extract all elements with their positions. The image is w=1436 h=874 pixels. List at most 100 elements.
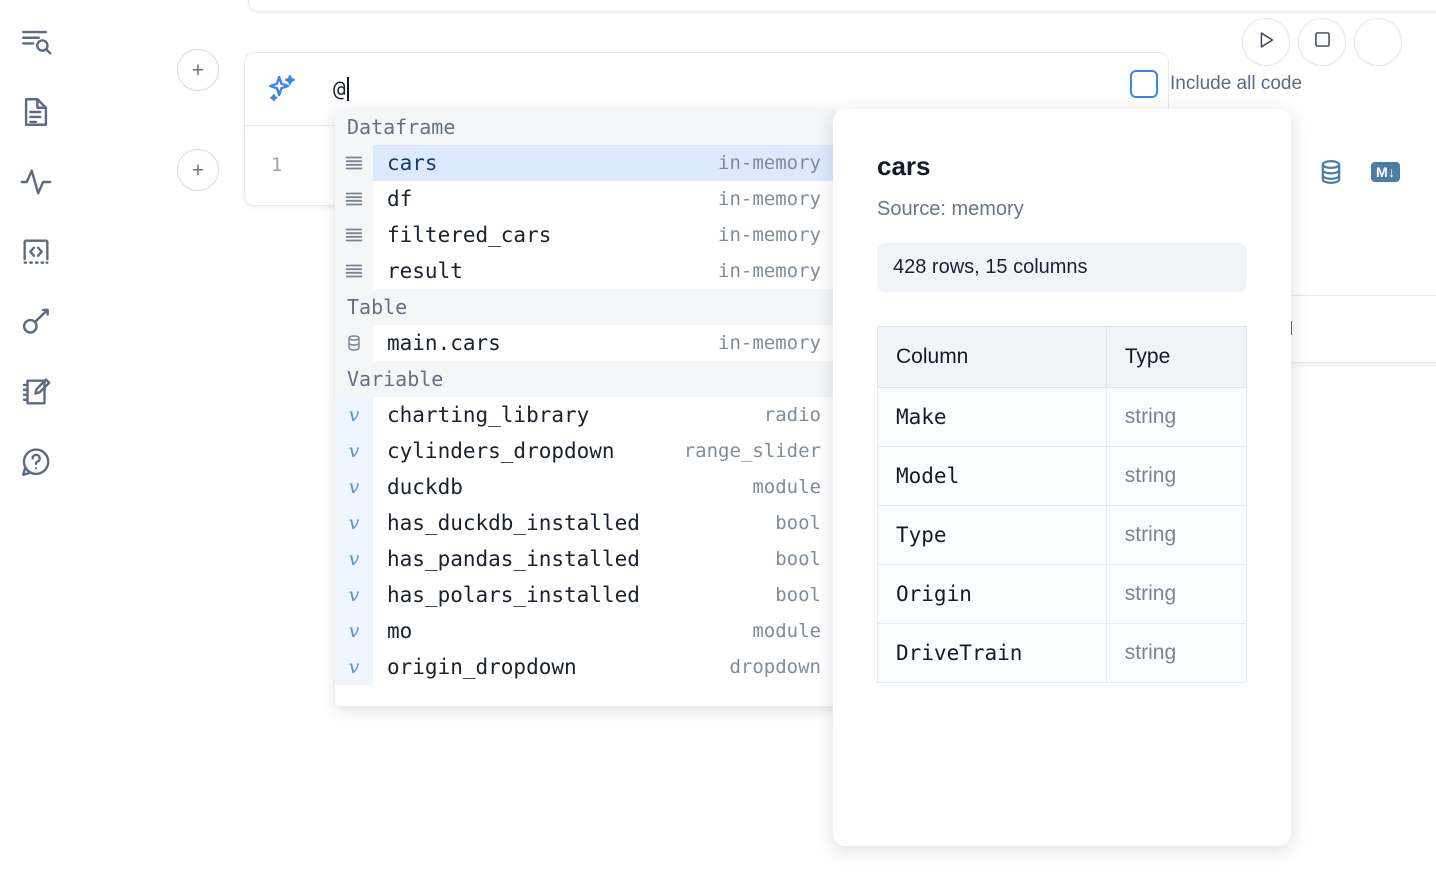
cell-column-name: DriveTrain (877, 623, 1107, 683)
sidebar-item-help[interactable] (10, 436, 62, 488)
variable-icon: v (335, 397, 373, 433)
table-db-icon (335, 325, 373, 361)
autocomplete-item[interactable]: cars in-memory (335, 145, 835, 181)
line-number: 1 (271, 154, 283, 176)
autocomplete-item-name: has_duckdb_installed (387, 511, 640, 535)
autocomplete-item-type: module (752, 476, 821, 498)
activity-icon (19, 165, 53, 199)
cell-column-type: string (1105, 446, 1248, 506)
autocomplete-item-name: mo (387, 619, 413, 643)
cell-above-edge (248, 0, 1436, 12)
cell-column-name: Model (877, 446, 1107, 506)
dataframe-icon (335, 217, 373, 253)
autocomplete-item-name: main.cars (387, 331, 501, 355)
explore-icon (19, 25, 53, 59)
autocomplete-item-type: in-memory (718, 188, 821, 210)
cell-column-type: string (1105, 387, 1248, 447)
autocomplete-item-name: has_polars_installed (387, 583, 640, 607)
variable-icon: v (335, 577, 373, 613)
variable-icon: v (335, 541, 373, 577)
autocomplete-group-header: Variable (335, 361, 835, 397)
variable-icon: v (335, 613, 373, 649)
cell-column-name: Type (877, 505, 1107, 565)
markdown-icon[interactable]: M↓ (1371, 162, 1400, 182)
cell-column-type: string (1105, 564, 1248, 624)
code-brackets-icon (19, 235, 53, 269)
text-caret (346, 77, 349, 101)
autocomplete-item-name: duckdb (387, 475, 463, 499)
autocomplete-item[interactable]: v has_duckdb_installed bool (335, 505, 835, 541)
overflow-button[interactable] (1354, 18, 1402, 66)
markdown-letter: M (1376, 164, 1388, 180)
autocomplete-item-name: cars (387, 151, 438, 175)
autocomplete-item-name: charting_library (387, 403, 590, 427)
file-text-icon (19, 95, 53, 129)
stop-button[interactable] (1298, 18, 1346, 66)
autocomplete-item-name: cylinders_dropdown (387, 439, 615, 463)
plus-icon: + (191, 158, 205, 182)
autocomplete-item-type: bool (775, 584, 821, 606)
variable-icon: v (335, 433, 373, 469)
include-all-code-row[interactable]: Include all code (1130, 70, 1302, 98)
cell-column-type: string (1105, 623, 1248, 683)
sidebar-item-explore[interactable] (10, 16, 62, 68)
autocomplete-group: main.cars in-memory (335, 325, 835, 361)
autocomplete-item-type: range_slider (683, 440, 821, 462)
autocomplete-item-type: module (752, 620, 821, 642)
table-header-row: Column Type (877, 326, 1248, 388)
markdown-arrow: ↓ (1388, 164, 1395, 180)
plus-icon: + (191, 58, 205, 82)
autocomplete-item-type: in-memory (718, 332, 821, 354)
notebook-pencil-icon (19, 375, 53, 409)
autocomplete-item-name: origin_dropdown (387, 655, 577, 679)
variable-icon: v (335, 505, 373, 541)
autocomplete-item-type: bool (775, 512, 821, 534)
detail-shape-badge: 428 rows, 15 columns (877, 243, 1247, 292)
sidebar-item-snippets[interactable] (10, 226, 62, 278)
autocomplete-item-type: bool (775, 548, 821, 570)
cell-column-name: Make (877, 387, 1107, 447)
sidebar-item-variables[interactable] (10, 156, 62, 208)
square-stop-icon (1312, 29, 1333, 55)
autocomplete-item[interactable]: main.cars in-memory (335, 325, 835, 361)
dataframe-icon (335, 253, 373, 289)
detail-source: Source: memory (877, 198, 1024, 220)
include-all-code-checkbox[interactable] (1130, 70, 1158, 98)
autocomplete-item[interactable]: v cylinders_dropdown range_slider (335, 433, 835, 469)
autocomplete-item[interactable]: v has_polars_installed bool (335, 577, 835, 613)
database-icon[interactable] (1317, 158, 1345, 186)
sidebar-item-secrets[interactable] (10, 296, 62, 348)
sidebar-item-scratchpad[interactable] (10, 366, 62, 418)
autocomplete-item-name: filtered_cars (387, 223, 552, 247)
sidebar-item-files[interactable] (10, 86, 62, 138)
add-cell-button-top[interactable]: + (177, 49, 219, 91)
variable-icon: v (335, 649, 373, 685)
autocomplete-item[interactable]: filtered_cars in-memory (335, 217, 835, 253)
variable-icon: v (335, 469, 373, 505)
add-cell-button-bottom[interactable]: + (177, 149, 219, 191)
autocomplete-item-type: in-memory (718, 224, 821, 246)
cell-toolbar: M↓ (1317, 158, 1400, 186)
cell-column-type: string (1105, 505, 1248, 565)
sidebar-rail (0, 0, 72, 874)
ai-prompt-input[interactable]: @ (333, 77, 349, 101)
run-button[interactable] (1242, 18, 1290, 66)
detail-title: cars (877, 151, 931, 181)
autocomplete-item-type: in-memory (718, 152, 821, 174)
include-all-code-label: Include all code (1170, 73, 1303, 94)
play-icon (1255, 29, 1277, 56)
